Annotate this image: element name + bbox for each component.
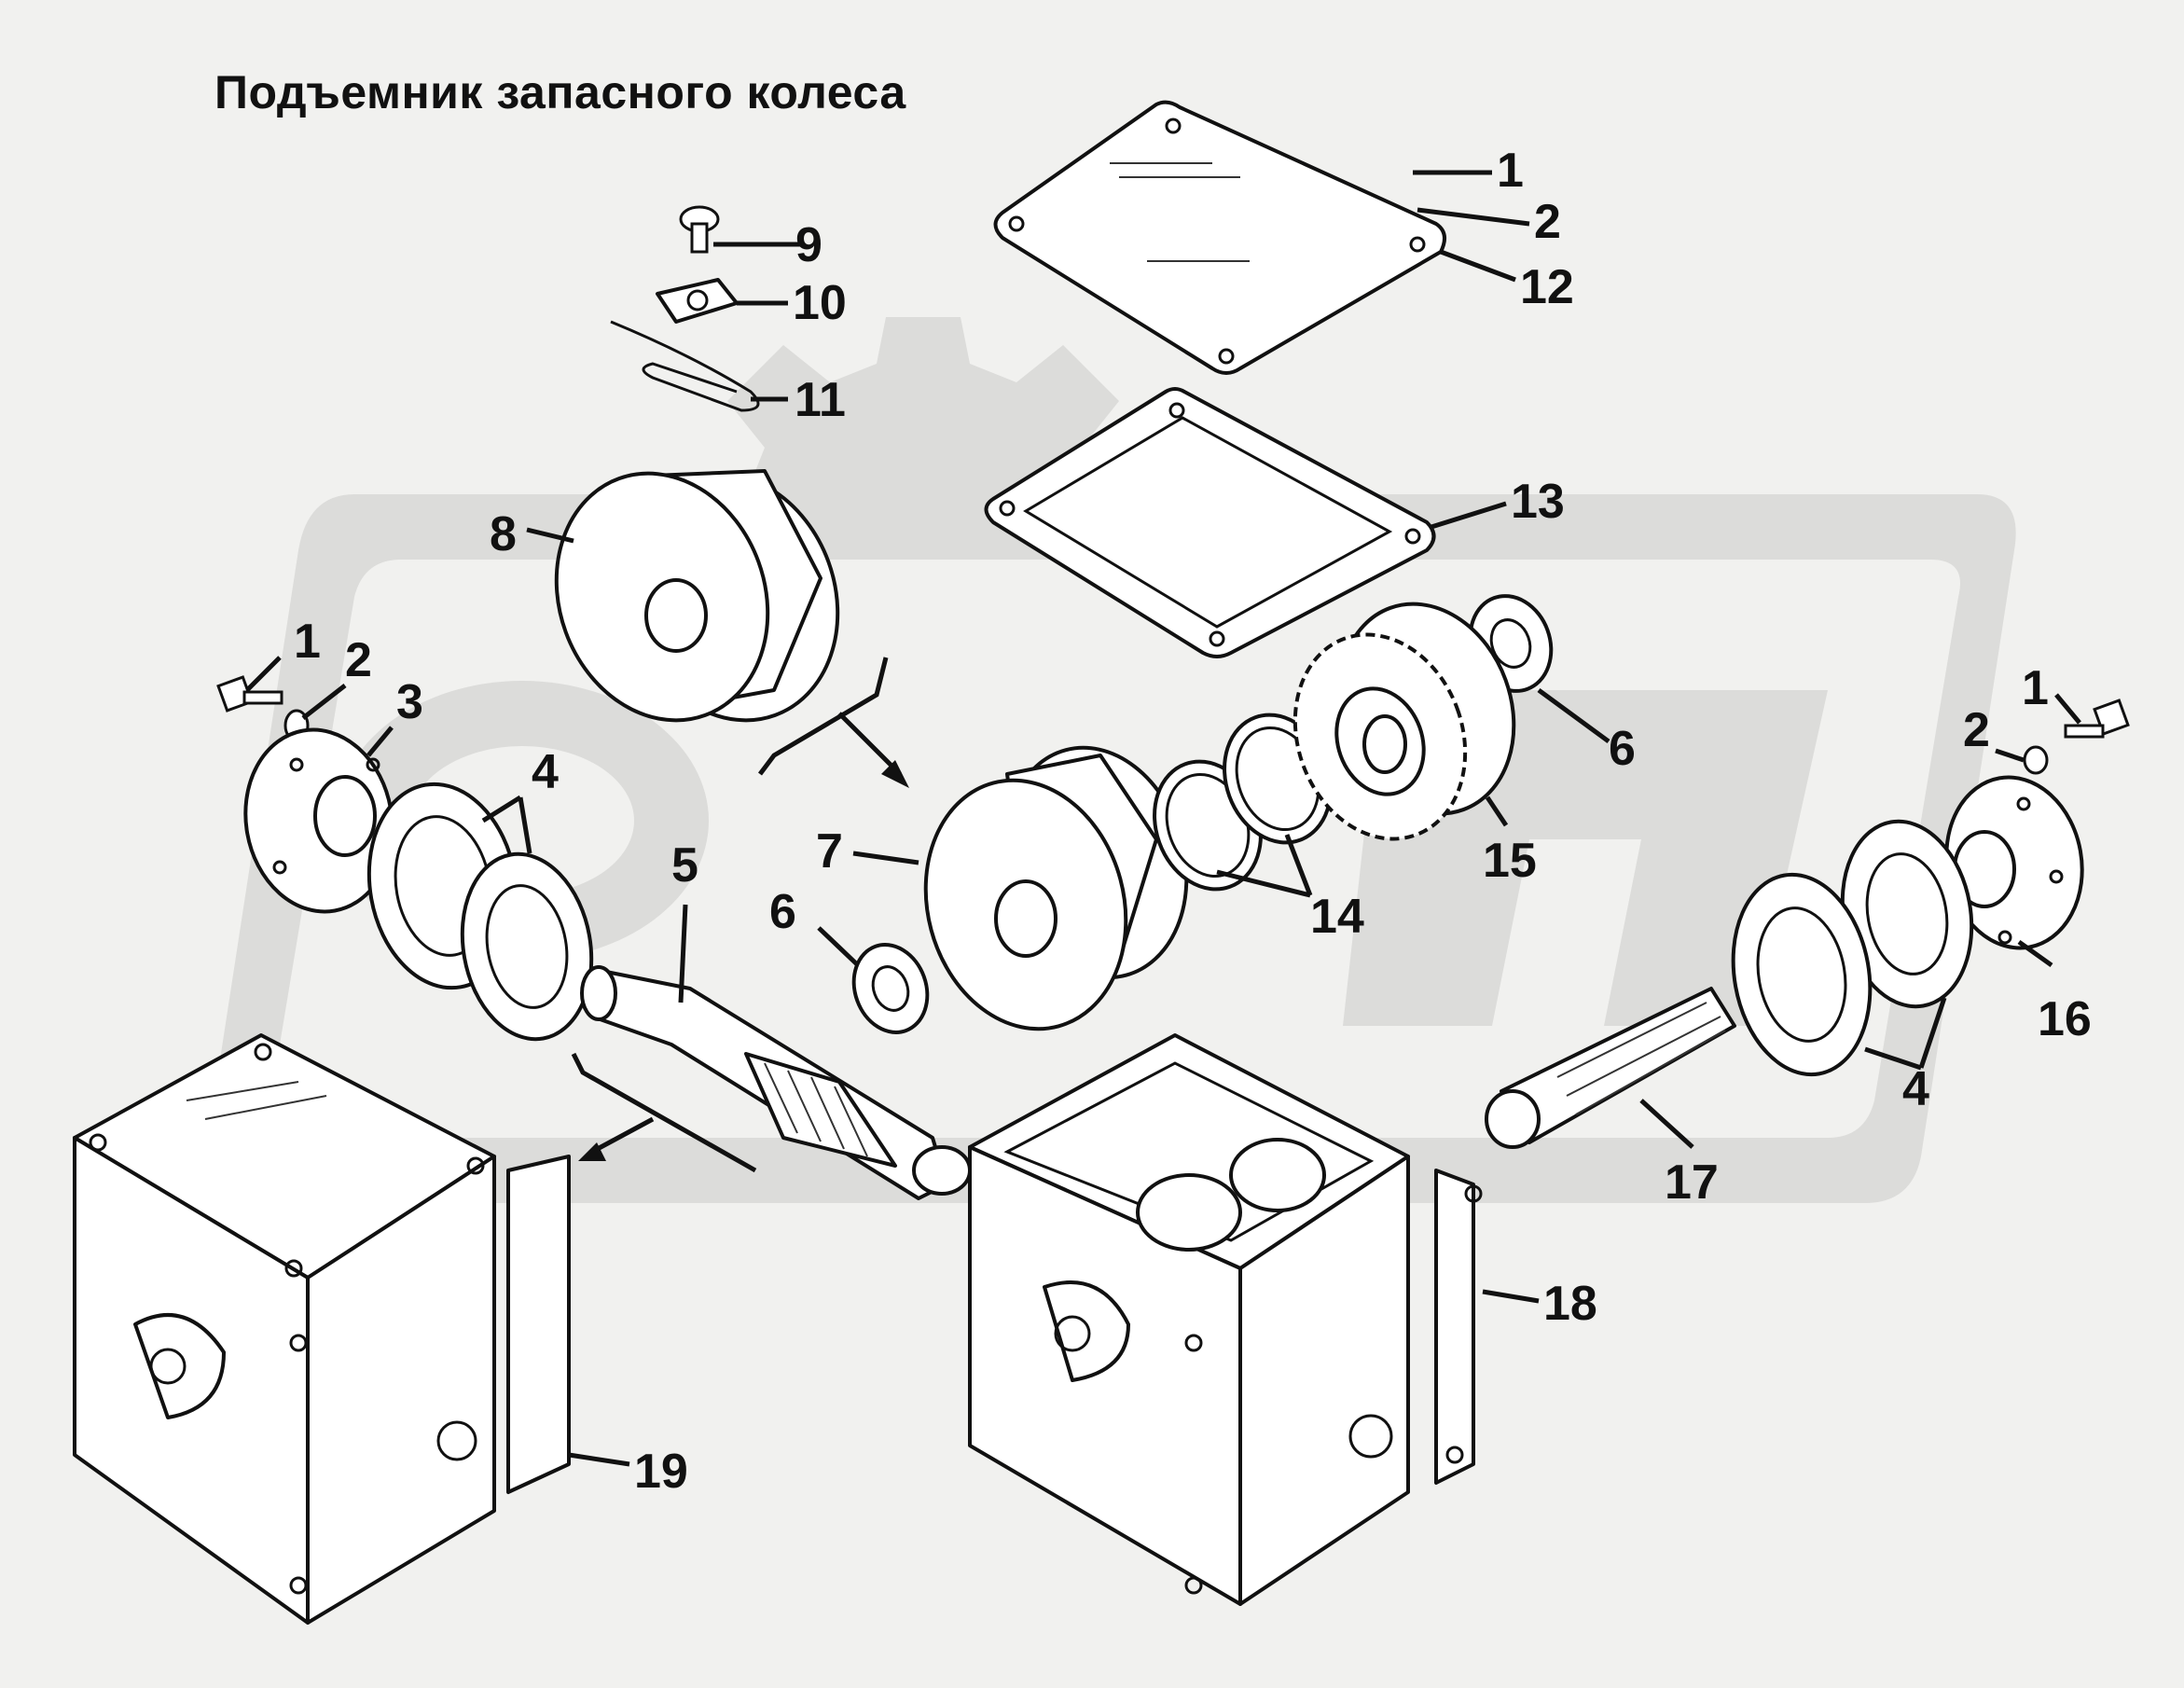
callout-15: 15 xyxy=(1483,834,1537,888)
callout-10: 10 xyxy=(793,276,847,330)
callout-9: 9 xyxy=(795,218,822,272)
callout-14: 14 xyxy=(1310,890,1364,944)
part-15-gear xyxy=(1292,602,1516,841)
callout-3: 3 xyxy=(396,675,423,729)
part-2-washer-right xyxy=(2023,745,2049,775)
callout-18: 18 xyxy=(1543,1277,1597,1331)
callout-4-right: 4 xyxy=(1902,1062,1929,1116)
part-8-drum xyxy=(554,469,840,723)
callout-19: 19 xyxy=(634,1445,688,1499)
callout-4-left: 4 xyxy=(532,745,559,799)
part-1-bolt-right xyxy=(2064,699,2130,739)
callout-16: 16 xyxy=(2038,992,2092,1046)
callout-12: 12 xyxy=(1520,260,1574,314)
part-10-clip-nut xyxy=(656,278,739,324)
part-4-gaskets-left xyxy=(366,782,594,1042)
callout-5: 5 xyxy=(671,838,698,892)
callout-2-left: 2 xyxy=(345,633,372,687)
callout-labels: 1 2 12 9 10 11 13 8 1 2 3 4 6 15 1 2 5 7… xyxy=(294,144,2092,1499)
part-3-flange xyxy=(243,727,394,914)
part-17-splined-shaft xyxy=(1485,987,1736,1149)
callout-6-center: 6 xyxy=(769,885,796,939)
page-title: Подъемник запасного колеса xyxy=(214,66,906,118)
leader-lines xyxy=(245,170,2081,1467)
part-18-housing-open xyxy=(968,1033,1483,1606)
part-4-gaskets-right xyxy=(1731,819,1974,1077)
part-6-washer-center xyxy=(851,943,930,1034)
callout-17: 17 xyxy=(1665,1155,1719,1210)
callout-2-top: 2 xyxy=(1534,195,1561,249)
callout-1-left: 1 xyxy=(294,615,321,669)
assembly-arrow-housing xyxy=(571,1052,757,1173)
callout-1-top: 1 xyxy=(1497,144,1524,198)
callout-8: 8 xyxy=(490,507,517,561)
part-5-worm-shaft xyxy=(580,965,972,1200)
assembly-arrow-drum xyxy=(758,657,909,788)
part-13-gasket xyxy=(984,387,1436,658)
part-12-cover-plate xyxy=(993,100,1446,375)
callout-13: 13 xyxy=(1511,475,1565,529)
part-16-flange-right xyxy=(1944,775,2084,950)
callout-6-right: 6 xyxy=(1609,722,1636,776)
part-9-screw xyxy=(679,205,720,254)
callout-1-right: 1 xyxy=(2022,661,2049,715)
callout-7: 7 xyxy=(816,824,843,879)
callout-2-right: 2 xyxy=(1963,703,1990,757)
part-7-worm-wheel-drum xyxy=(923,745,1189,1031)
part-19-housing-closed xyxy=(73,1033,571,1625)
callout-11: 11 xyxy=(795,373,846,427)
part-1-bolt-left xyxy=(216,675,283,713)
